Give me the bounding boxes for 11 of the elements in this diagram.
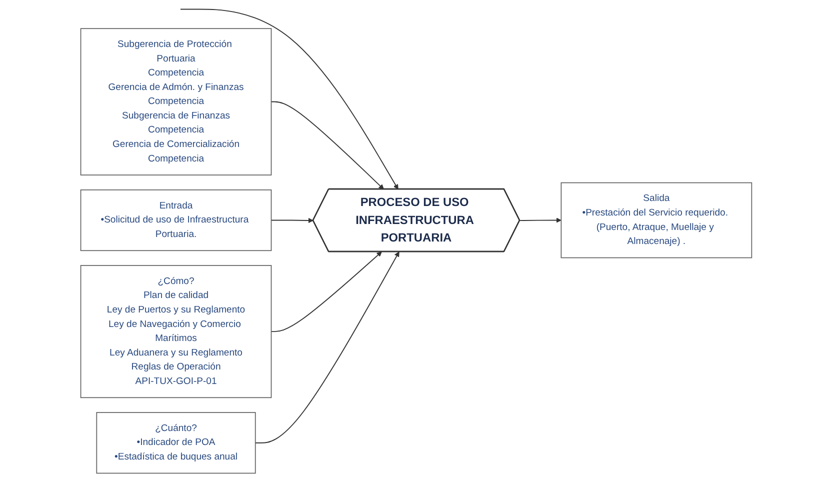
node-box: Subgerencia de Protección Portuaria Competencia Gerencia de Admón. y Finanzas Competencia Subgerencia de Finanzas Competencia Gerencia de Comercialización Competencia <box>80 28 272 176</box>
arrow <box>271 101 384 190</box>
node-box: ¿Cómo? Plan de calidad Ley de Puertos y su Reglamento Ley de Navegación y Comercio Marítimos Ley Aduanera y su Reglamento Reglas de Operación API-TUX-GOI-P-01 <box>80 265 272 398</box>
arrow <box>271 252 382 332</box>
arrow <box>180 8 399 190</box>
arrow <box>271 218 314 224</box>
arrow <box>255 252 400 444</box>
arrow <box>520 218 562 223</box>
node-box: ¿Cuánto? •Indicador de POA •Estadística de buques anual <box>96 412 256 474</box>
node-box: Entrada •Solicitud de uso de Infraestructura Portuaria. <box>80 189 272 252</box>
node-box: Salida •Prestación del Servicio requerido. (Puerto, Atraque, Muellaje y Almacenaje) . <box>561 182 752 258</box>
